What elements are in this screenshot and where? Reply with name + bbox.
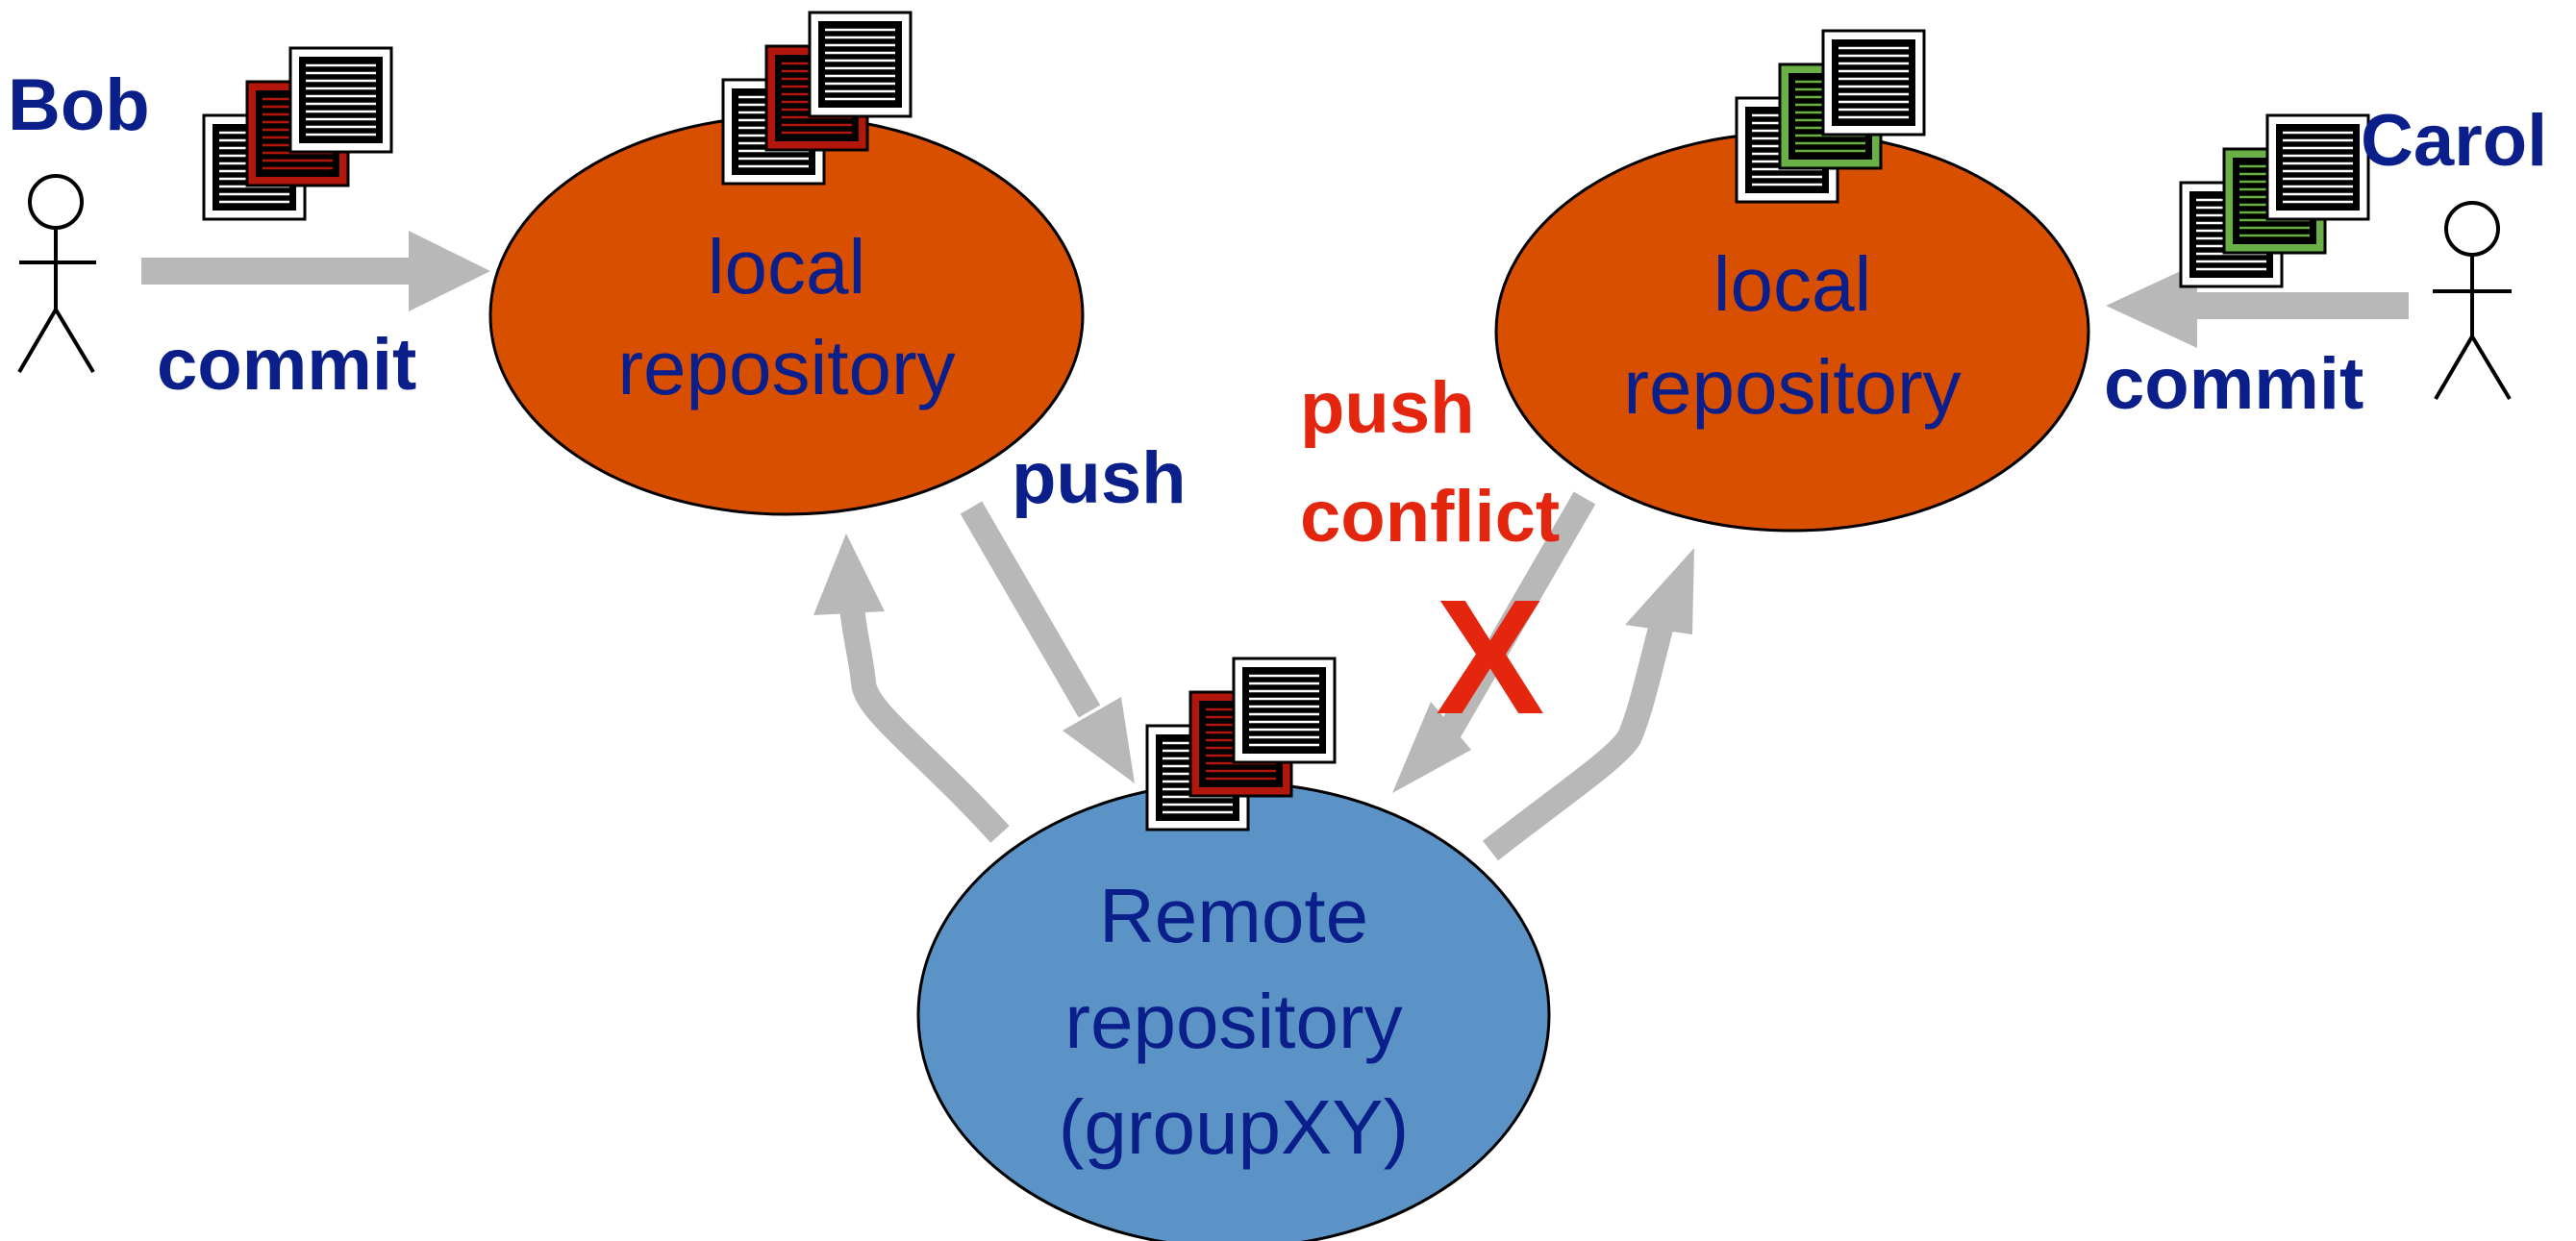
bob-push-arrow-icon: [960, 501, 1101, 718]
bob-local-repo-label-line2: repository: [617, 325, 955, 410]
bob-local-repo-label-line1: local: [708, 224, 866, 310]
bob-push-label: push: [1012, 437, 1187, 519]
carol-commit-label: commit: [2104, 343, 2363, 425]
bob-stick-figure-icon: [17, 174, 96, 374]
sync-arrows: [838, 491, 1674, 861]
remote-repo-label-line3: (groupXY): [1059, 1084, 1410, 1170]
carol-stick-figure-icon: [2433, 201, 2512, 401]
carol-pull-arrowhead-icon: [1625, 548, 1694, 634]
push-conflict-label-line2: conflict: [1300, 476, 1560, 558]
carol-commit-stack-icon: [2181, 115, 2368, 286]
bob-pull-arrow-icon: [838, 594, 1010, 843]
carol-push-conflict-arrow-icon: [1438, 491, 1596, 737]
carol-local-repo-label-line2: repository: [1623, 344, 1961, 430]
bob-commit-stack-icon: [204, 48, 391, 219]
carol-push-arrowhead-icon: [1392, 702, 1471, 793]
remote-repo-label-line2: repository: [1064, 979, 1402, 1064]
remote-repo-label-line1: Remote: [1099, 873, 1368, 958]
bob-name-label: Bob: [8, 64, 150, 146]
bob-pull-arrowhead-icon: [813, 534, 885, 615]
push-conflict-label-line1: push: [1300, 367, 1475, 449]
carol-pull-arrow-icon: [1482, 621, 1674, 861]
arrowheads: [813, 534, 1694, 793]
bob-commit-label: commit: [157, 324, 416, 406]
carol-commit-arrow-icon: [2106, 263, 2409, 348]
arrows: [141, 231, 2409, 348]
bob-push-arrowhead-icon: [1063, 697, 1135, 783]
carol-name-label: Carol: [2361, 100, 2547, 182]
conflict-x-icon: X: [1436, 566, 1544, 749]
carol-local-repo-label-line1: local: [1713, 241, 1872, 327]
bob-commit-arrow-icon: [141, 231, 490, 311]
